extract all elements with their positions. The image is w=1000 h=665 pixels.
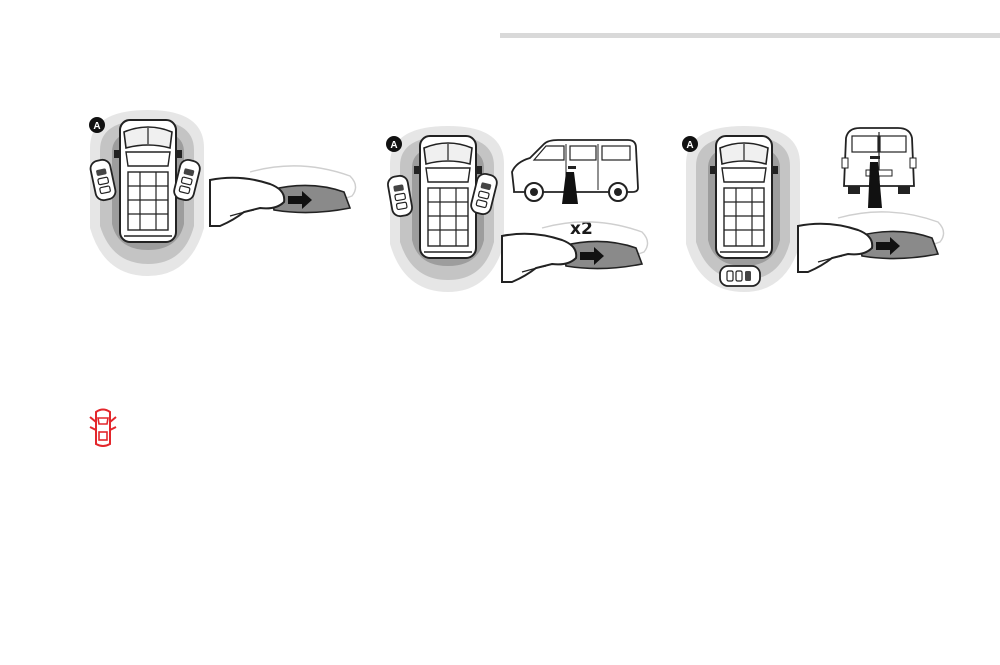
- zone-marker: [89, 117, 105, 133]
- header-rule: [500, 33, 1000, 38]
- illustration-front-unlock: A: [80, 108, 370, 278]
- van-side-icon: [511, 139, 639, 204]
- press-count: x2: [570, 219, 593, 239]
- key-fob-icon: [719, 265, 761, 287]
- zone-marker-label: A: [93, 121, 100, 132]
- zone-marker: [682, 136, 698, 152]
- hand-on-handle-icon: [797, 210, 945, 273]
- van-top-view: [413, 135, 483, 259]
- van-top-view: [113, 119, 183, 243]
- zone-marker: [386, 136, 402, 152]
- illustration-side-unlock: A x2: [380, 124, 650, 294]
- zone-marker-label: A: [686, 140, 693, 151]
- hand-on-handle-icon: [209, 164, 357, 227]
- zone-marker-label: A: [390, 140, 397, 151]
- van-top-view: [709, 135, 779, 259]
- door-open-warning-icon: [88, 406, 118, 450]
- van-rear-icon: [841, 127, 917, 208]
- illustration-rear-unlock: A: [676, 124, 946, 294]
